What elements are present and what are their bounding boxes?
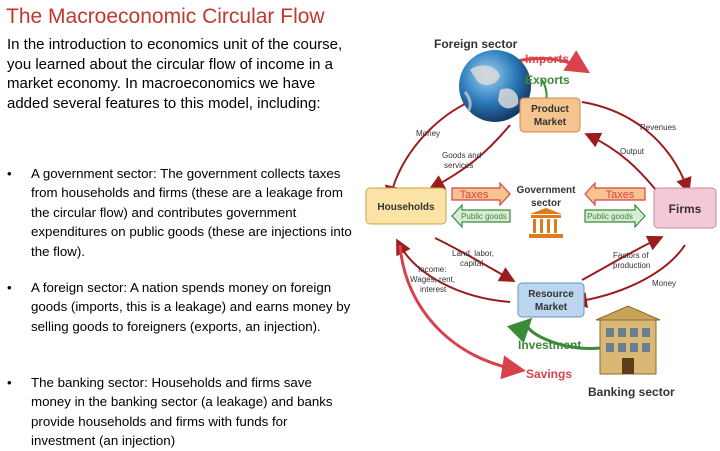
land-labor-label-2: capital bbox=[460, 259, 483, 268]
goods-services-label-1: Goods and bbox=[442, 151, 481, 160]
households-label: Households bbox=[377, 202, 435, 213]
resource-market-box: Resource Market bbox=[517, 282, 585, 318]
income-label-1: Income: bbox=[418, 265, 446, 274]
product-market-label-2: Market bbox=[534, 117, 567, 128]
firms-box: Firms bbox=[653, 187, 717, 229]
resource-market-label-1: Resource bbox=[528, 289, 574, 300]
bullet-text-banking: The banking sector: Households and firms… bbox=[31, 375, 333, 449]
flow-arrow-money-right bbox=[571, 244, 686, 309]
firms-label: Firms bbox=[669, 202, 702, 216]
product-market-label-1: Product bbox=[531, 104, 569, 115]
flow-arrow-land-labor bbox=[434, 237, 516, 282]
globe-icon bbox=[459, 50, 531, 122]
flow-arrow-money-top bbox=[384, 97, 479, 202]
flow-arrow-revenues bbox=[581, 101, 692, 194]
government-building-icon bbox=[529, 208, 563, 238]
public-goods-arrow-left: Public goods bbox=[451, 203, 511, 229]
flow-arrow-savings bbox=[398, 244, 526, 380]
taxes-label-right: Taxes bbox=[606, 189, 635, 201]
public-goods-label-right: Public goods bbox=[587, 212, 633, 221]
flow-arrow-income bbox=[396, 238, 511, 303]
taxes-arrow-left: Taxes bbox=[451, 181, 511, 207]
money-label-right: Money bbox=[652, 279, 676, 288]
foreign-sector-label: Foreign sector bbox=[434, 37, 518, 51]
product-market-box: Product Market bbox=[519, 97, 581, 133]
savings-label: Savings bbox=[526, 367, 572, 381]
bank-building-icon bbox=[595, 305, 661, 375]
resource-market-label-2: Market bbox=[535, 302, 568, 313]
flow-arrow-output bbox=[584, 132, 661, 196]
government-label-1: Government bbox=[517, 185, 577, 196]
factors-label-2: production bbox=[613, 261, 650, 270]
bullet-dot: • bbox=[7, 375, 12, 390]
income-label-2: Wages, rent, bbox=[410, 275, 455, 284]
bullet-dot: • bbox=[7, 166, 12, 181]
taxes-arrow-right: Taxes bbox=[584, 181, 646, 207]
output-label: Output bbox=[620, 147, 645, 156]
flow-arrow-factors bbox=[581, 235, 664, 281]
exports-label: Exports bbox=[525, 73, 570, 87]
households-box: Households bbox=[365, 187, 447, 225]
imports-label: Imports bbox=[525, 52, 569, 66]
government-label-2: sector bbox=[531, 198, 561, 209]
intro-paragraph: In the introduction to economics unit of… bbox=[7, 36, 343, 112]
income-label-3: interest bbox=[420, 285, 447, 294]
land-labor-label-1: Land, labor, bbox=[452, 249, 494, 258]
revenues-label: Revenues bbox=[640, 123, 676, 132]
flow-arrow-investment bbox=[506, 317, 601, 350]
money-label-top: Money bbox=[416, 129, 440, 138]
public-goods-label-left: Public goods bbox=[461, 212, 507, 221]
goods-services-label-2: services bbox=[444, 161, 473, 170]
circular-flow-diagram: Taxes Public goods Taxes Public goods Fo… bbox=[365, 37, 717, 399]
bullet-text-government: A government sector: The government coll… bbox=[31, 166, 352, 259]
factors-label-1: Factors of bbox=[613, 251, 649, 260]
investment-label: Investment bbox=[518, 338, 581, 352]
flow-arrow-goods-services bbox=[428, 124, 511, 190]
banking-sector-label: Banking sector bbox=[588, 385, 675, 399]
public-goods-arrow-right: Public goods bbox=[584, 203, 646, 229]
bullet-dot: • bbox=[7, 280, 12, 295]
taxes-label-left: Taxes bbox=[460, 189, 489, 201]
bullet-text-foreign: A foreign sector: A nation spends money … bbox=[31, 280, 351, 334]
slide-title: The Macroeconomic Circular Flow bbox=[6, 5, 325, 28]
